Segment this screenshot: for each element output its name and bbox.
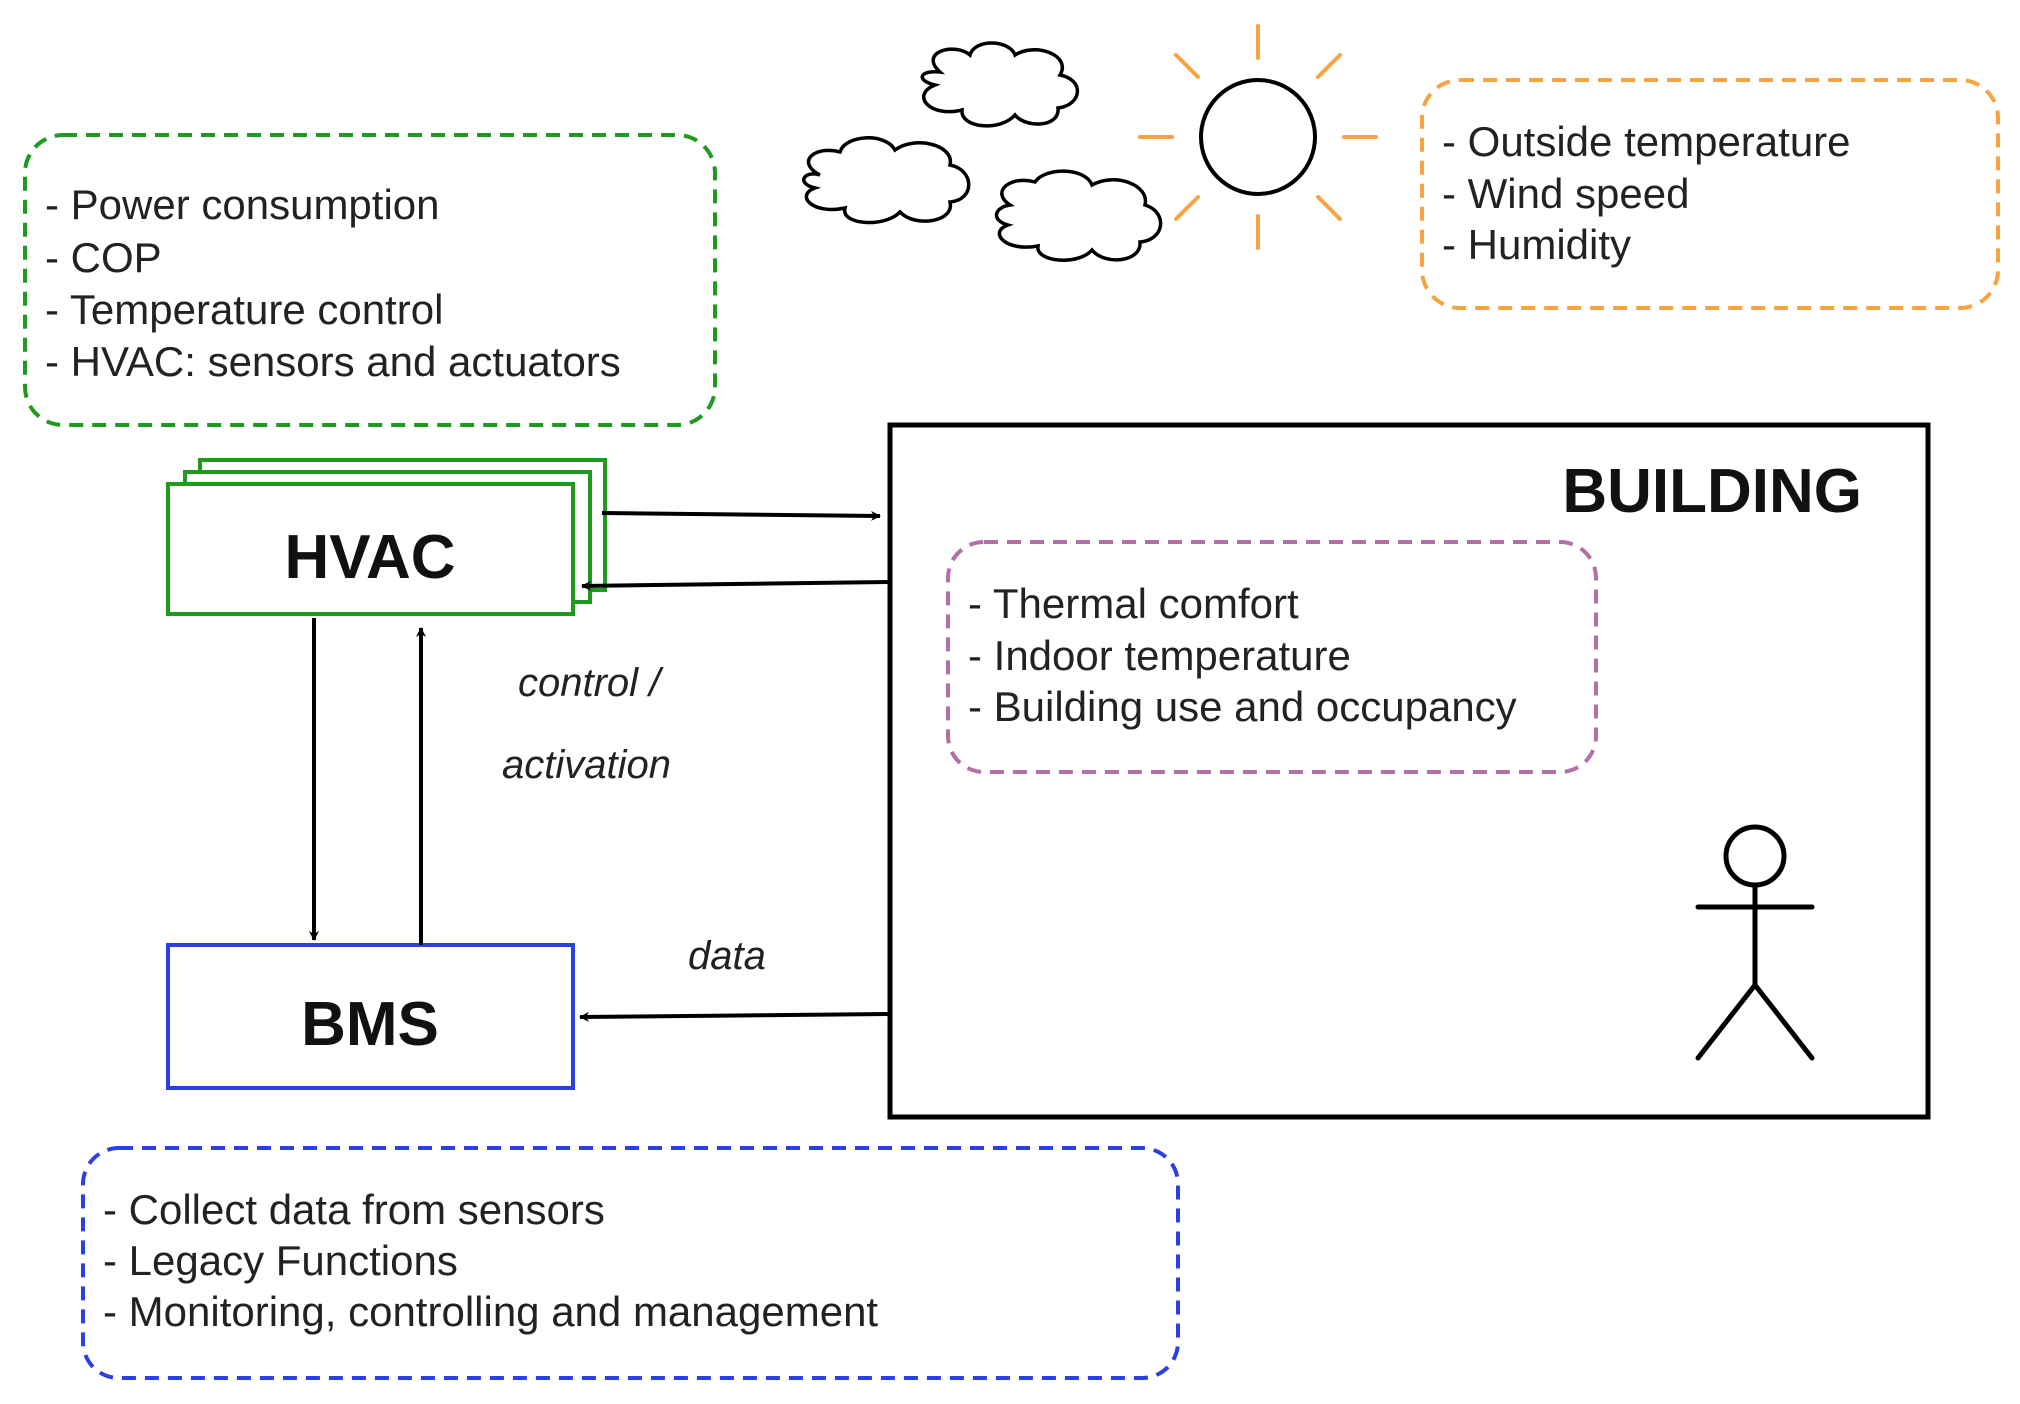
hvac-to-building-arrow — [601, 510, 881, 521]
cloud-icon — [994, 169, 1163, 262]
control-edge-label: activation — [502, 743, 671, 787]
building-notes-box: - Thermal comfort - Indoor temperature -… — [946, 540, 1598, 774]
hvac-label: HVAC — [284, 523, 455, 592]
cloud-icon — [802, 136, 971, 225]
building-note-line: - Indoor temperature — [968, 632, 1351, 679]
weather-note-line: - Humidity — [1442, 221, 1631, 268]
building-note-line: - Thermal comfort — [968, 580, 1299, 627]
weather-note-line: - Outside temperature — [1442, 118, 1851, 165]
control-edge-label: control / — [518, 661, 664, 705]
bms-note-line: - Monitoring, controlling and management — [103, 1288, 878, 1335]
hvac-notes-box: - Power consumption - COP - Temperature … — [23, 133, 717, 427]
bms-notes-box: - Collect data from sensors - Legacy Fun… — [81, 1146, 1180, 1380]
hvac-box: HVAC — [166, 458, 607, 616]
building-to-hvac-arrow — [581, 580, 889, 591]
bms-box: BMS — [166, 943, 575, 1090]
building-to-bms-arrow — [579, 1011, 889, 1022]
weather-notes-box: - Outside temperature - Wind speed - Hum… — [1420, 78, 2000, 310]
hvac-note-line: - Power consumption — [45, 181, 440, 228]
bms-note-line: - Collect data from sensors — [103, 1186, 605, 1233]
data-edge-label: data — [688, 934, 766, 978]
bms-label: BMS — [301, 990, 439, 1059]
sun-icon — [1138, 24, 1378, 250]
hvac-note-line: - COP — [45, 234, 162, 281]
building-note-line: - Building use and occupancy — [968, 683, 1517, 730]
hvac-note-line: - HVAC: sensors and actuators — [45, 338, 621, 385]
person-icon — [1695, 824, 1815, 1061]
weather-note-line: - Wind speed — [1442, 170, 1689, 217]
cloud-icon — [920, 41, 1080, 128]
bms-note-line: - Legacy Functions — [103, 1237, 458, 1284]
hvac-note-line: - Temperature control — [45, 286, 443, 333]
building-title: BUILDING — [1562, 457, 1862, 526]
